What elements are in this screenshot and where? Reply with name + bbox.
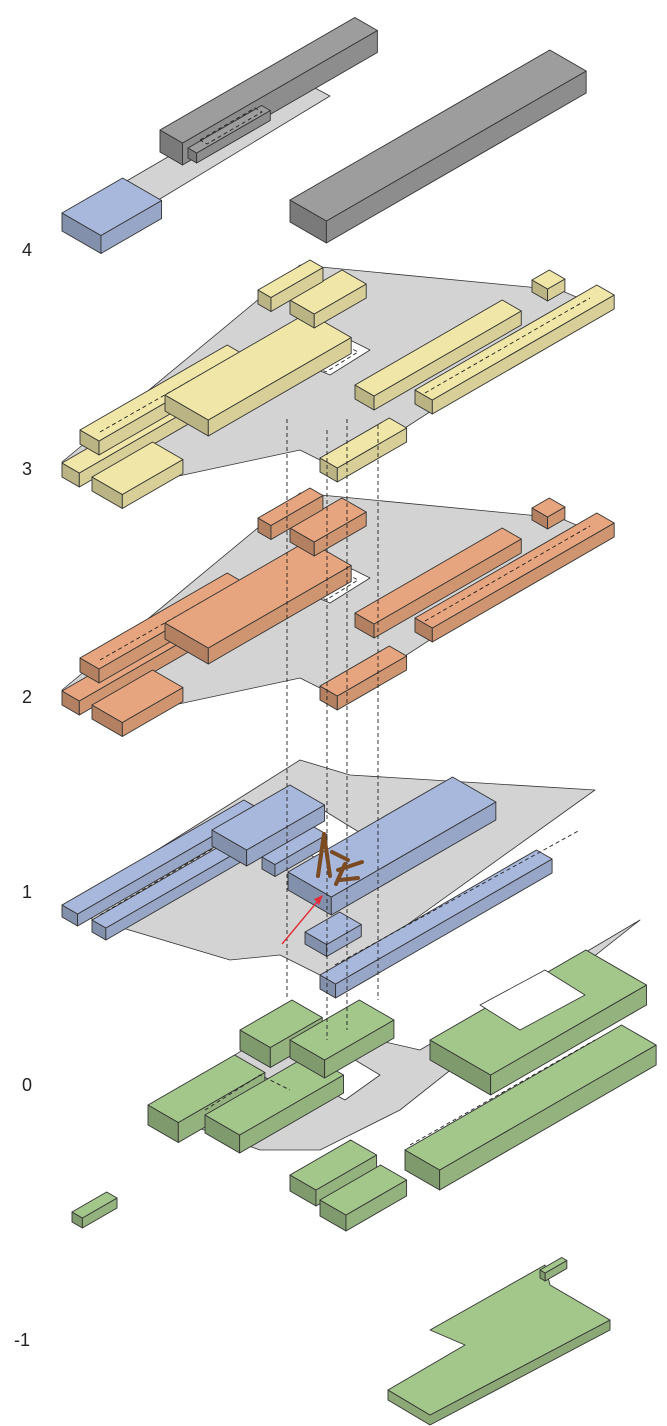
level-2-left-wing-stub: [91, 669, 184, 737]
block-top-face: [539, 1257, 568, 1274]
level-0-floor: [71, 919, 657, 1232]
level-2-far-right-cube: [531, 497, 566, 530]
block-top-face: [239, 999, 323, 1048]
block-top-face: [531, 269, 566, 290]
level-2-center-h-block: [164, 540, 352, 665]
timber-sculpture-icon: [316, 832, 364, 886]
block-top-face: [164, 312, 352, 421]
level-0-south-block-2: [319, 1164, 408, 1232]
level-3-right-wing-inner: [354, 299, 522, 411]
block-top-face: [289, 999, 395, 1061]
block-top-face: [204, 1054, 345, 1136]
block-top-face: [91, 441, 184, 495]
block-top-face: [91, 669, 184, 723]
sculpture-beam: [330, 850, 350, 862]
block-top-face: [289, 269, 367, 315]
level-0-east-void: [479, 969, 586, 1031]
level-3-right-wing: [414, 284, 615, 415]
level-minus-1-basement: [387, 1257, 611, 1426]
level-2-right-wing-inner: [354, 527, 522, 639]
level-label-2: 2: [22, 687, 32, 707]
sculpture-beam: [334, 862, 347, 886]
level-2-floor: [61, 487, 615, 737]
block-top-face: [287, 776, 497, 898]
level-2-right-wing: [414, 512, 615, 643]
level-2-south-block: [319, 645, 408, 711]
level-0-east-wing: [404, 1024, 657, 1191]
level-0-southwest-block: [204, 1054, 345, 1154]
block-top-face: [159, 17, 378, 144]
block-top-face: [354, 299, 522, 397]
level-4-roof: [61, 17, 587, 254]
roof-gray-bar-right: [289, 49, 587, 244]
block-top-face: [187, 105, 271, 154]
level-3-south-block: [319, 417, 408, 483]
level-3-left-wing-stub: [91, 441, 184, 509]
roof-blue-block: [61, 177, 163, 254]
level-label-0: 0: [22, 1075, 32, 1095]
block-top-face: [404, 1024, 657, 1171]
dashed-outline: [204, 1074, 291, 1111]
level-3-far-right-cube: [531, 269, 566, 302]
block-top-face: [414, 512, 615, 629]
block-top-face: [61, 177, 163, 236]
block-top-face: [261, 826, 328, 865]
level-2-north-small-block: [257, 487, 324, 540]
level-label-4: 4: [22, 240, 32, 260]
red-entrance-arrow-icon: [281, 895, 323, 945]
dashed-outline: [424, 525, 591, 622]
level-0-detached-block: [71, 1191, 118, 1229]
level-3-north-small-block: [257, 259, 324, 312]
block-top-face: [164, 540, 352, 649]
sculpture-beam: [338, 876, 360, 882]
level-3-floor: [61, 259, 615, 509]
dashed-outline: [199, 107, 263, 145]
vertical-alignment-lines: [286, 419, 379, 1040]
dashed-outline: [334, 829, 581, 966]
roof-skylight-slot: [187, 105, 271, 164]
level-label-minus-1: -1: [14, 1330, 30, 1350]
block-top-face: [289, 497, 367, 543]
block-top-face: [319, 645, 408, 697]
level-1-north-wing: [287, 776, 497, 916]
dashed-outline: [409, 1039, 596, 1146]
block-top-face: [414, 284, 615, 401]
level-0-center-block: [289, 999, 395, 1079]
level-3-north-arm: [289, 269, 367, 329]
basement-ramp: [539, 1257, 568, 1282]
block-top-face: [289, 49, 587, 222]
block-top-face: [319, 1164, 408, 1216]
level-1-floor: [61, 759, 596, 999]
dashed-outline: [424, 297, 591, 394]
block-top-face: [319, 417, 408, 469]
block-top-face: [257, 259, 324, 298]
block-top-face: [147, 1054, 266, 1123]
level-label-3: 3: [22, 459, 32, 479]
level-3-center-h-block: [164, 312, 352, 437]
block-top-face: [304, 911, 362, 945]
sculpture-beam: [322, 832, 332, 878]
roof-gray-bar-left: [159, 17, 378, 166]
block-top-face: [531, 497, 566, 518]
block-top-face: [211, 784, 326, 851]
level-label-1: 1: [22, 882, 32, 902]
block-top-face: [354, 527, 522, 625]
block-top-face: [289, 1139, 378, 1191]
level-1-north-small: [261, 826, 328, 877]
level-1-left-block: [211, 784, 326, 867]
block-top-face: [71, 1191, 118, 1219]
block-top-face: [257, 487, 324, 526]
